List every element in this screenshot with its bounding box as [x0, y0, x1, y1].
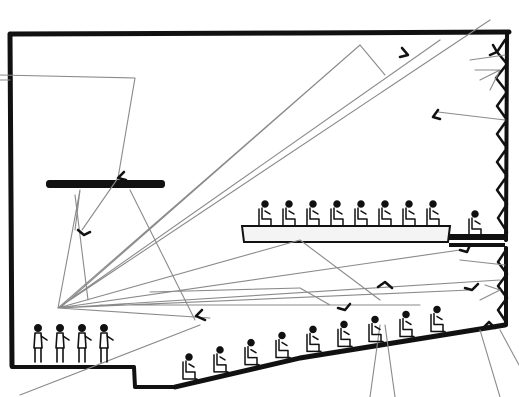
main-floor-seated-figure — [213, 346, 229, 373]
main-floor-seated-figure — [275, 331, 291, 359]
sound-ray — [437, 111, 506, 121]
main-floor-seated-figure — [399, 310, 415, 338]
back-wall-diffuser-lower — [496, 248, 509, 324]
sound-ray — [117, 77, 136, 179]
performer-figure — [99, 323, 114, 363]
left-wall — [7, 32, 15, 369]
reflection-chevron-icon — [458, 243, 472, 254]
balcony-seated-figure — [282, 200, 298, 227]
reflector-panel — [46, 180, 165, 188]
sound-ray — [57, 239, 301, 309]
main-floor-seated-figure — [182, 353, 198, 380]
main-floor-seated-figure — [306, 325, 322, 353]
stage-floor — [10, 365, 177, 389]
sound-ray — [149, 287, 301, 293]
sound-ray — [479, 289, 501, 301]
reflection-chevron-icon — [336, 302, 352, 312]
balcony-seated-figure — [306, 200, 322, 227]
main-floor-audience — [182, 305, 446, 380]
reflection-chevron-icon — [76, 228, 92, 237]
back-wall-diffuser-upper — [494, 38, 509, 234]
sound-ray — [57, 307, 211, 319]
sound-ray — [57, 19, 491, 309]
balcony-seated-figure — [426, 200, 442, 227]
performer-figure — [55, 323, 70, 363]
sound-ray — [499, 329, 519, 366]
sound-ray — [57, 39, 441, 309]
sound-ray — [459, 259, 506, 266]
raked-seating-floor — [172, 322, 508, 390]
room-shell — [7, 29, 512, 390]
reflection-chevron-icon — [194, 308, 207, 322]
sound-ray — [57, 249, 461, 309]
sound-ray — [479, 329, 501, 397]
performer-figure — [77, 323, 92, 363]
balcony-seated-figure — [378, 200, 394, 227]
sound-ray — [469, 54, 506, 61]
sound-ray — [59, 44, 361, 309]
sound-ray — [19, 324, 201, 396]
sound-ray — [384, 324, 396, 397]
sound-ray — [359, 44, 386, 76]
main-floor-seated-figure — [430, 305, 446, 333]
balcony-rear-figure — [468, 210, 484, 237]
main-floor-seated-figure — [337, 320, 353, 348]
balcony — [240, 225, 505, 247]
performer-figure — [33, 323, 48, 363]
reflection-chevron-icon — [431, 108, 442, 121]
sound-ray — [369, 324, 381, 397]
balcony-seated-figure — [330, 200, 346, 227]
sound-ray — [484, 284, 501, 291]
main-floor-seated-figure — [368, 315, 384, 343]
reflection-chevron-icon — [376, 280, 394, 290]
suspended-reflector — [46, 180, 165, 188]
balcony-seated-figure — [354, 200, 370, 227]
reflection-chevron-icon — [488, 43, 499, 57]
main-floor-seated-figure — [244, 338, 260, 366]
stage-performers — [33, 323, 114, 363]
reflection-chevron-icon — [398, 46, 410, 59]
reflection-markers — [76, 43, 499, 331]
sound-ray — [57, 279, 501, 309]
sound-ray — [489, 69, 501, 91]
sound-ray — [74, 189, 81, 231]
balcony-slab — [240, 225, 452, 243]
sound-ray — [74, 194, 89, 301]
sound-ray — [479, 69, 501, 81]
ceiling — [7, 29, 512, 37]
sound-ray — [299, 239, 381, 301]
sound-rays — [0, 19, 519, 397]
reflection-chevron-icon — [116, 170, 128, 182]
sound-ray — [81, 177, 119, 231]
balcony-seated-figure — [258, 200, 274, 227]
sound-ray — [129, 189, 196, 321]
reflection-chevron-icon — [480, 320, 497, 331]
reflection-chevron-icon — [463, 282, 480, 292]
balcony-seated-figure — [402, 200, 418, 227]
balcony-audience — [258, 200, 484, 237]
sound-ray — [0, 74, 136, 79]
sound-ray — [299, 287, 331, 306]
